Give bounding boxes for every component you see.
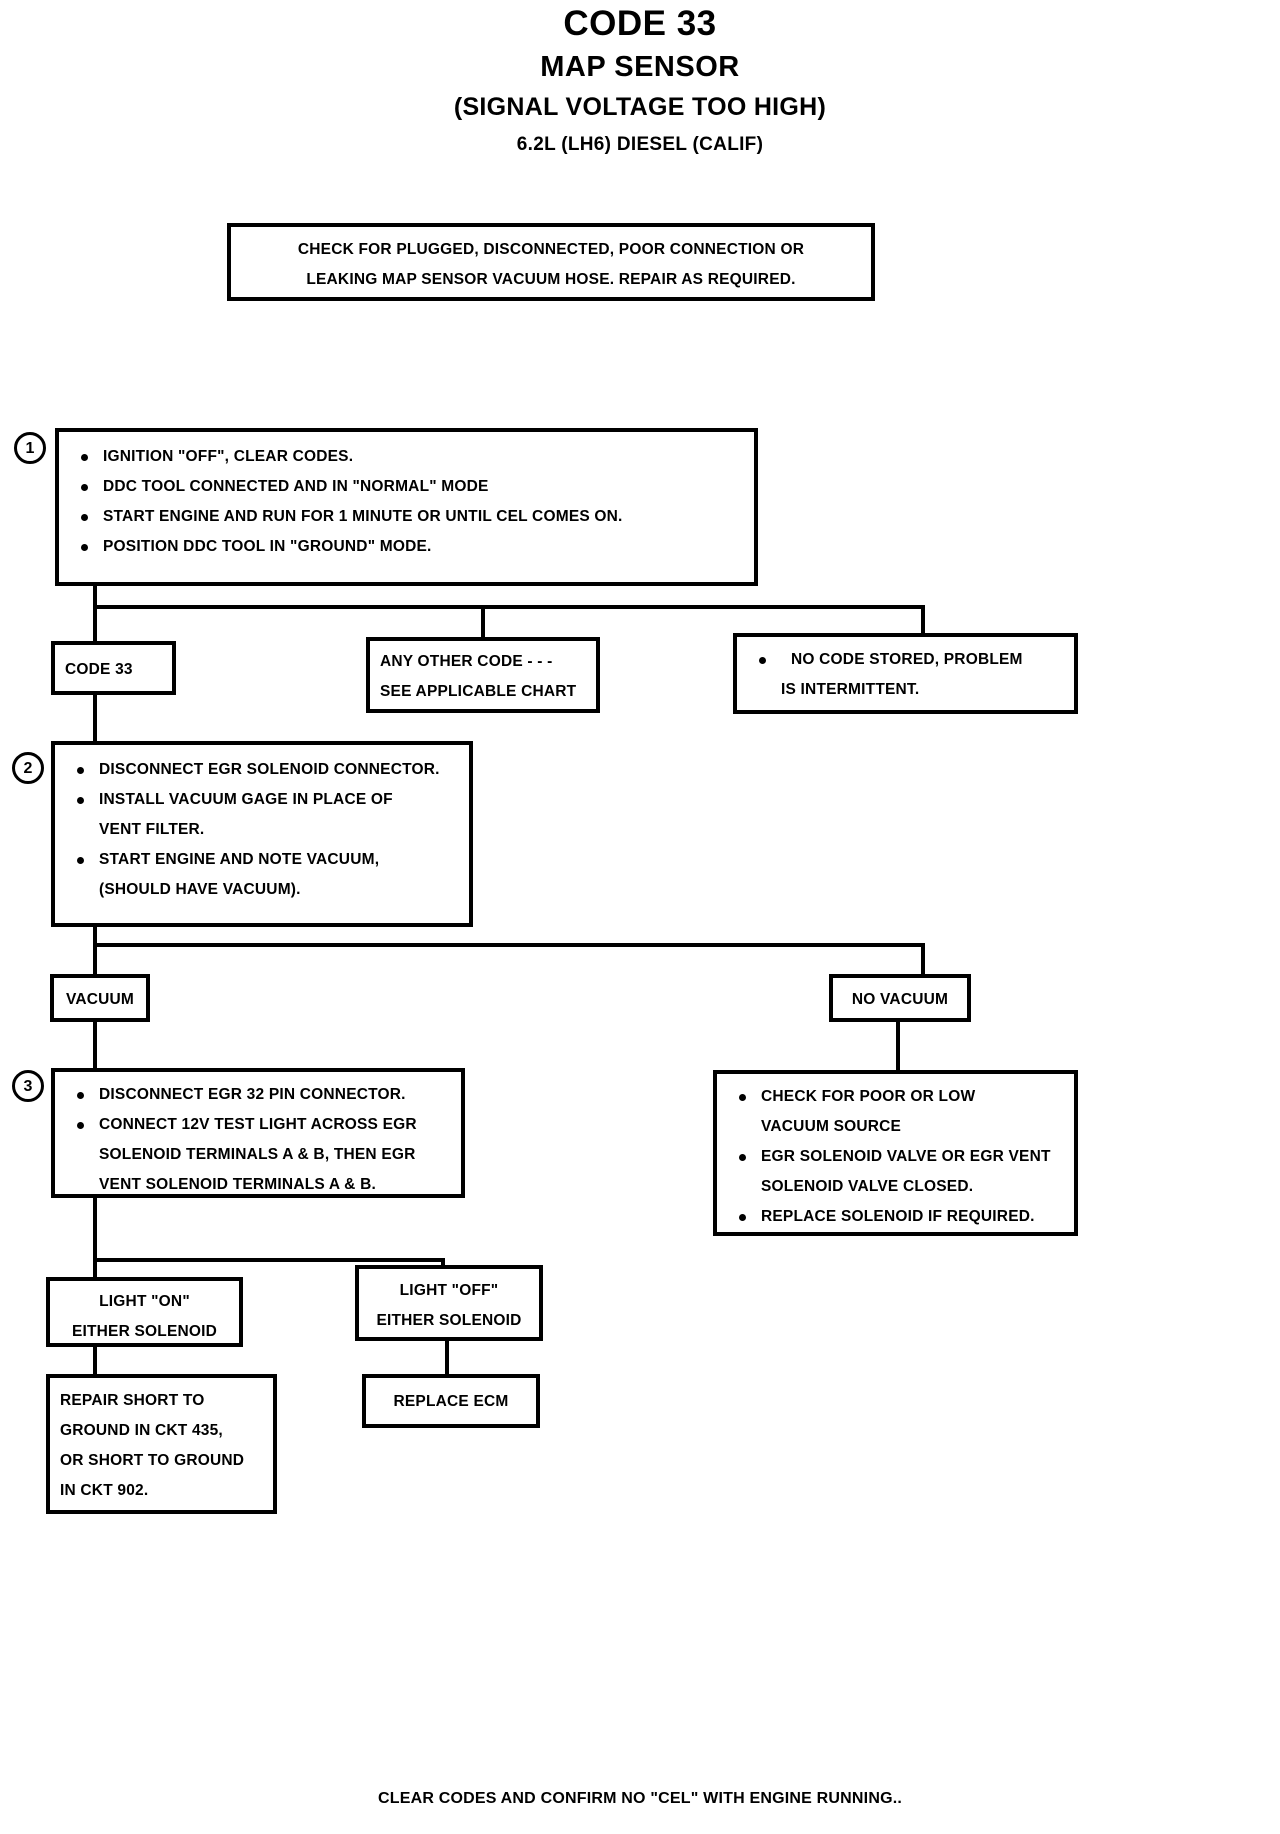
connector-step1-down [93, 586, 97, 608]
step-number-1: 1 [14, 432, 46, 464]
connector-step3-horizontal [93, 1258, 445, 1262]
result-no-vacuum-label: NO VACUUM [851, 991, 949, 1008]
final-action-repair-short-box: REPAIR SHORT TO GROUND IN CKT 435, OR SH… [46, 1374, 277, 1514]
result-box-light-on: LIGHT "ON" EITHER SOLENOID [46, 1277, 243, 1347]
preliminary-line-2: LEAKING MAP SENSOR VACUUM HOSE. REPAIR A… [306, 271, 796, 288]
connector-light-off-to-ecm [445, 1341, 449, 1374]
result-box-code-33: CODE 33 [51, 641, 176, 695]
subtitle-sensor: MAP SENSOR [540, 51, 740, 83]
page-title: CODE 33 [563, 4, 717, 43]
no-vacuum-bullet-2-cont: SOLENOID VALVE CLOSED. [761, 1178, 974, 1195]
subtitle-condition: (SIGNAL VOLTAGE TOO HIGH) [453, 93, 827, 121]
result-vacuum-label: VACUUM [65, 991, 135, 1008]
step-3-box: DISCONNECT EGR 32 PIN CONNECTOR. CONNECT… [51, 1068, 465, 1198]
subtitle-engine: 6.2L (LH6) DIESEL (CALIF) [516, 134, 764, 155]
connector-to-any-other-code [481, 605, 485, 637]
connector-step3-down [93, 1198, 97, 1262]
result-light-off-line-2: EITHER SOLENOID [376, 1312, 522, 1329]
result-any-other-code-line-2: SEE APPLICABLE CHART [380, 683, 577, 700]
step-3-bullet-2-cont-1: SOLENOID TERMINALS A & B, THEN EGR [99, 1146, 416, 1163]
step-2-bullet-list: DISCONNECT EGR SOLENOID CONNECTOR. INSTA… [65, 755, 459, 905]
step-3-bullet-2: CONNECT 12V TEST LIGHT ACROSS EGR [65, 1110, 451, 1140]
result-box-any-other-code: ANY OTHER CODE - - - SEE APPLICABLE CHAR… [366, 637, 600, 713]
step-1-bullet-4: POSITION DDC TOOL IN "GROUND" MODE. [69, 532, 744, 562]
connector-to-code33 [93, 605, 97, 641]
result-any-other-code-line-1: ANY OTHER CODE - - - [380, 653, 553, 670]
connector-to-no-code [921, 605, 925, 633]
no-vacuum-action-box: CHECK FOR POOR OR LOW VACUUM SOURCE EGR … [713, 1070, 1078, 1236]
connector-light-on-to-repair [93, 1347, 97, 1375]
result-no-code-bullet-list: NO CODE STORED, PROBLEM IS INTERMITTENT. [747, 645, 1064, 705]
final-action-replace-ecm-box: REPLACE ECM [362, 1374, 540, 1428]
no-vacuum-bullet-1: CHECK FOR POOR OR LOW [727, 1082, 1064, 1112]
step-1-bullet-3: START ENGINE AND RUN FOR 1 MINUTE OR UNT… [69, 502, 744, 532]
preliminary-line-1: CHECK FOR PLUGGED, DISCONNECTED, POOR CO… [297, 241, 805, 258]
repair-short-line-3: OR SHORT TO GROUND [60, 1452, 245, 1469]
step-2-bullet-2-cont: VENT FILTER. [99, 821, 205, 838]
step-2-bullet-1: DISCONNECT EGR SOLENOID CONNECTOR. [65, 755, 459, 785]
result-no-code-line-2: IS INTERMITTENT. [781, 681, 920, 698]
connector-to-no-vacuum [921, 943, 925, 975]
connector-step2-horizontal [93, 943, 925, 947]
preliminary-check-box: CHECK FOR PLUGGED, DISCONNECTED, POOR CO… [227, 223, 875, 301]
step-2-box: DISCONNECT EGR SOLENOID CONNECTOR. INSTA… [51, 741, 473, 927]
result-no-code-line-1: NO CODE STORED, PROBLEM [747, 645, 1064, 675]
result-box-no-code-stored: NO CODE STORED, PROBLEM IS INTERMITTENT. [733, 633, 1078, 714]
result-box-light-off: LIGHT "OFF" EITHER SOLENOID [355, 1265, 543, 1341]
step-1-bullet-list: IGNITION "OFF", CLEAR CODES. DDC TOOL CO… [69, 442, 744, 562]
result-light-on-line-1: LIGHT "ON" [99, 1293, 190, 1310]
step-number-2: 2 [12, 752, 44, 784]
result-box-no-vacuum: NO VACUUM [829, 974, 971, 1022]
step-number-3: 3 [12, 1070, 44, 1102]
connector-to-light-off [441, 1258, 445, 1266]
step-1-bullet-2: DDC TOOL CONNECTED AND IN "NORMAL" MODE [69, 472, 744, 502]
no-vacuum-bullet-2: EGR SOLENOID VALVE OR EGR VENT [727, 1142, 1064, 1172]
footer-note: CLEAR CODES AND CONFIRM NO "CEL" WITH EN… [377, 1790, 903, 1807]
connector-step2-down [93, 927, 97, 947]
step-2-bullet-3: START ENGINE AND NOTE VACUUM, [65, 845, 459, 875]
no-vacuum-action-bullet-list: CHECK FOR POOR OR LOW VACUUM SOURCE EGR … [727, 1082, 1064, 1232]
chart-title-block: CODE 33 MAP SENSOR (SIGNAL VOLTAGE TOO H… [0, 0, 1280, 156]
connector-step1-horizontal [93, 605, 925, 609]
connector-to-vacuum [93, 943, 97, 975]
no-vacuum-bullet-3: REPLACE SOLENOID IF REQUIRED. [727, 1202, 1064, 1232]
step-3-bullet-2-cont-2: VENT SOLENOID TERMINALS A & B. [99, 1176, 376, 1193]
step-1-box: IGNITION "OFF", CLEAR CODES. DDC TOOL CO… [55, 428, 758, 586]
no-vacuum-bullet-1-cont: VACUUM SOURCE [761, 1118, 902, 1135]
replace-ecm-label: REPLACE ECM [393, 1393, 509, 1410]
step-2-bullet-3-cont: (SHOULD HAVE VACUUM). [99, 881, 301, 898]
result-box-vacuum: VACUUM [50, 974, 150, 1022]
step-2-bullet-2: INSTALL VACUUM GAGE IN PLACE OF [65, 785, 459, 815]
step-3-bullet-1: DISCONNECT EGR 32 PIN CONNECTOR. [65, 1080, 451, 1110]
connector-code33-to-step2 [93, 695, 97, 742]
result-light-off-line-1: LIGHT "OFF" [399, 1282, 499, 1299]
repair-short-line-1: REPAIR SHORT TO [60, 1392, 205, 1409]
result-code-33-label: CODE 33 [65, 661, 133, 678]
step-3-bullet-list: DISCONNECT EGR 32 PIN CONNECTOR. CONNECT… [65, 1080, 451, 1200]
connector-to-light-on [93, 1258, 97, 1278]
result-light-on-line-2: EITHER SOLENOID [71, 1323, 218, 1340]
connector-no-vacuum-to-action [896, 1022, 900, 1070]
connector-vacuum-to-step3 [93, 1022, 97, 1070]
step-1-bullet-1: IGNITION "OFF", CLEAR CODES. [69, 442, 744, 472]
repair-short-line-4: IN CKT 902. [60, 1482, 149, 1499]
repair-short-line-2: GROUND IN CKT 435, [60, 1422, 223, 1439]
